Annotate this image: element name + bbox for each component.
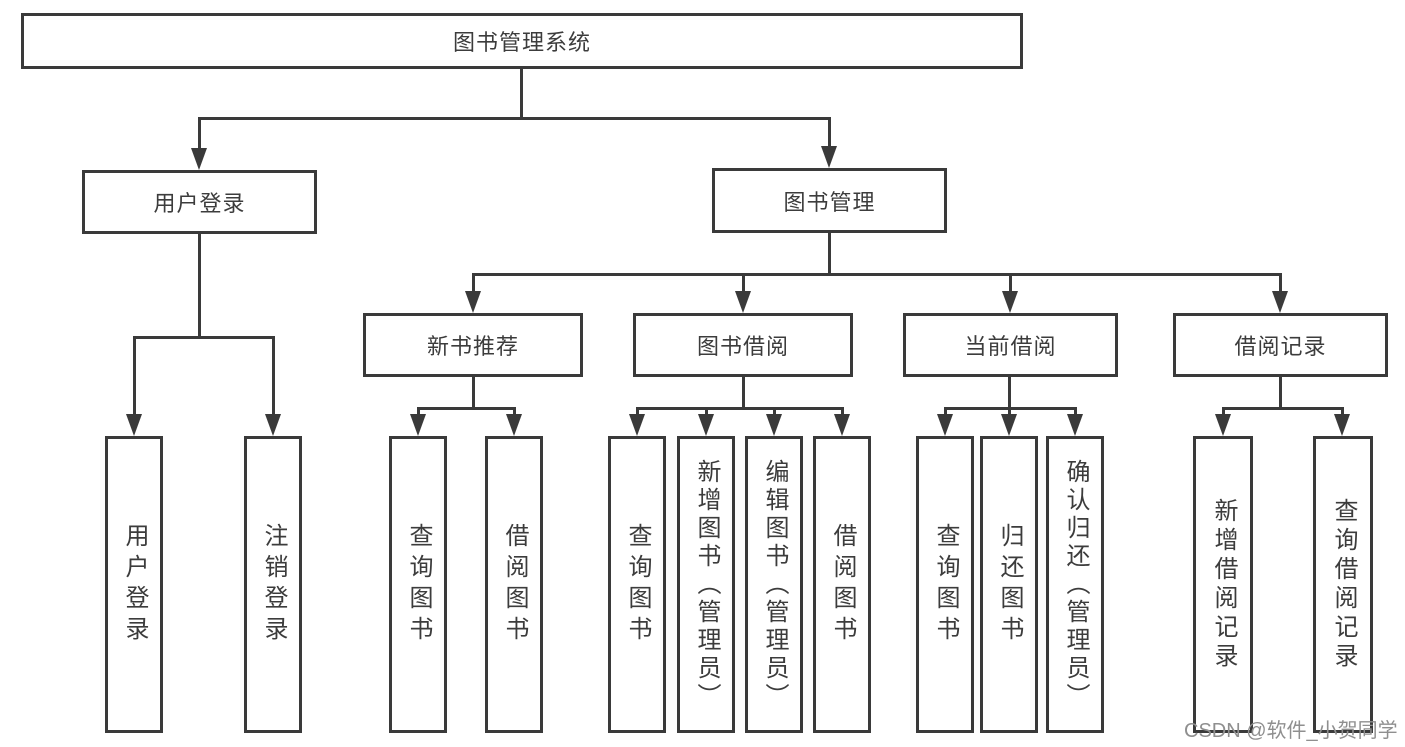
arrow-head: [506, 414, 522, 436]
arrow-shaft: [828, 117, 831, 146]
connector-user-login-stub: [198, 232, 201, 339]
arrow-shaft: [513, 408, 516, 414]
node-user-login: 用户登录: [82, 170, 317, 234]
leaf-add-borrow-record: 新增借阅记录: [1193, 436, 1253, 733]
node-user-login-label: 用户登录: [153, 191, 246, 216]
leaf-logout: 注销登录: [244, 436, 302, 733]
node-root-label: 图书管理系统: [452, 30, 591, 55]
arrow-shaft: [944, 408, 947, 414]
arrow-shaft: [417, 408, 420, 414]
leaf-query-borrow-record: 查询借阅记录: [1313, 436, 1373, 733]
arrow-shaft: [773, 408, 776, 414]
connector-borrow-record-branch: [1222, 407, 1344, 410]
leaf-edit-books-admin: 编辑图书（管理员）: [745, 436, 803, 733]
leaf-add-books-admin: 新增图书（管理员）: [677, 436, 735, 733]
arrow-shaft: [1008, 408, 1011, 414]
leaf-query-books: 查询图书: [389, 436, 447, 733]
arrow-shaft: [705, 408, 708, 414]
connector-book-mgmt-stub: [828, 230, 831, 276]
arrow-shaft: [1074, 408, 1077, 414]
arrow-head: [834, 414, 850, 436]
arrow-head: [735, 291, 751, 313]
node-book-borrow-label: 图书借阅: [696, 334, 789, 359]
connector-book-borrow-branch: [636, 407, 844, 410]
leaf-confirm-return-admin: 确认归还（管理员）: [1046, 436, 1104, 733]
arrow-shaft: [472, 274, 475, 291]
arrow-head: [1215, 414, 1231, 436]
node-book-management-label: 图书管理: [783, 189, 876, 215]
connector-new-book-stub: [472, 374, 475, 409]
node-book-management: 图书管理: [712, 168, 947, 233]
arrow-shaft: [1279, 274, 1282, 291]
node-root: 图书管理系统: [21, 13, 1023, 69]
arrow-shaft: [1341, 408, 1344, 414]
arrow-shaft: [133, 336, 136, 414]
arrow-shaft: [1009, 274, 1012, 291]
arrow-head: [1067, 414, 1083, 436]
leaf-query-books: 查询图书: [608, 436, 666, 733]
arrow-head: [410, 414, 426, 436]
connector-current-borrow-stub: [1008, 375, 1011, 409]
arrow-shaft: [636, 408, 639, 414]
arrow-shaft: [272, 336, 275, 414]
arrow-head: [126, 414, 142, 436]
arrow-head: [698, 414, 714, 436]
arrow-head: [1002, 291, 1018, 313]
node-new-book-recommend-label: 新书推荐: [426, 334, 519, 359]
arrow-head: [1001, 414, 1017, 436]
arrow-head: [465, 291, 481, 313]
arrow-head: [1334, 414, 1350, 436]
connector-user-login-branch: [133, 336, 275, 339]
arrow-head: [821, 146, 837, 168]
arrow-head: [1272, 291, 1288, 313]
connector-root-branch: [198, 117, 831, 120]
node-new-book-recommend: 新书推荐: [363, 313, 583, 377]
connector-book-borrow-stub: [742, 374, 745, 409]
arrow-head: [937, 414, 953, 436]
node-borrow-record: 借阅记录: [1173, 313, 1388, 377]
arrow-head: [766, 414, 782, 436]
arrow-shaft: [198, 117, 201, 148]
leaf-borrow-books: 借阅图书: [485, 436, 543, 733]
arrow-shaft: [1222, 408, 1225, 414]
leaf-query-books: 查询图书: [916, 436, 974, 733]
node-book-borrow: 图书借阅: [633, 313, 853, 377]
node-borrow-record-label: 借阅记录: [1234, 334, 1327, 359]
connector-root-stub: [520, 67, 523, 120]
connector-book-mgmt-branch: [472, 273, 1282, 276]
arrow-head: [265, 414, 281, 436]
leaf-user-login: 用户登录: [105, 436, 163, 733]
leaf-borrow-books: 借阅图书: [813, 436, 871, 733]
arrow-head: [629, 414, 645, 436]
arrow-shaft: [841, 408, 844, 414]
arrow-head: [191, 148, 207, 170]
node-current-borrow: 当前借阅: [903, 313, 1118, 377]
watermark-text: CSDN @软件_小贺同学: [1184, 720, 1398, 742]
arrow-shaft: [742, 274, 745, 291]
node-current-borrow-label: 当前借阅: [964, 334, 1057, 359]
leaf-return-books: 归还图书: [980, 436, 1038, 733]
connector-borrow-record-stub: [1279, 375, 1282, 409]
connector-new-book-branch: [417, 407, 516, 410]
